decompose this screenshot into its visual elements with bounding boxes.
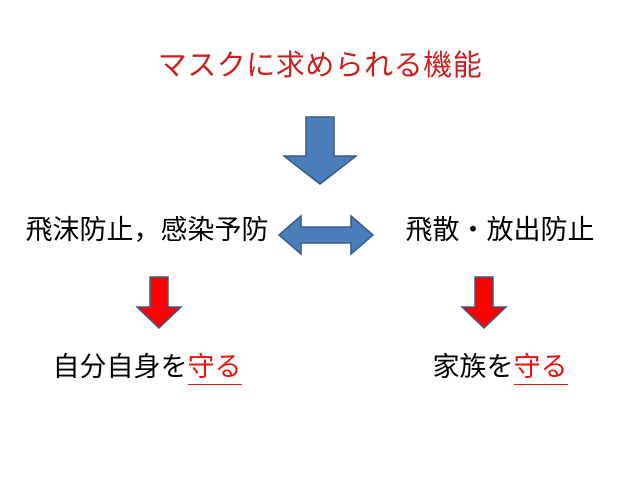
bottom-right-prefix: 家族を (432, 352, 514, 383)
middle-left-label: 飛沫防止，感染予防 (25, 215, 269, 246)
middle-right-label: 飛散・放出防止 (405, 215, 595, 246)
blue-down-arrow (281, 116, 359, 186)
bottom-right-highlight: 守る (513, 352, 568, 385)
red-down-arrow-right (460, 276, 508, 330)
bottom-left-label: 自分自身を守る (14, 350, 280, 386)
red-down-arrow-left (135, 276, 183, 330)
page-title: マスクに求められる機能 (157, 48, 483, 82)
bottom-left-prefix: 自分自身を (52, 352, 188, 383)
bottom-left-highlight: 守る (187, 352, 242, 385)
bottom-right-label: 家族を守る (372, 350, 628, 386)
blue-double-headed-arrow (277, 212, 375, 258)
